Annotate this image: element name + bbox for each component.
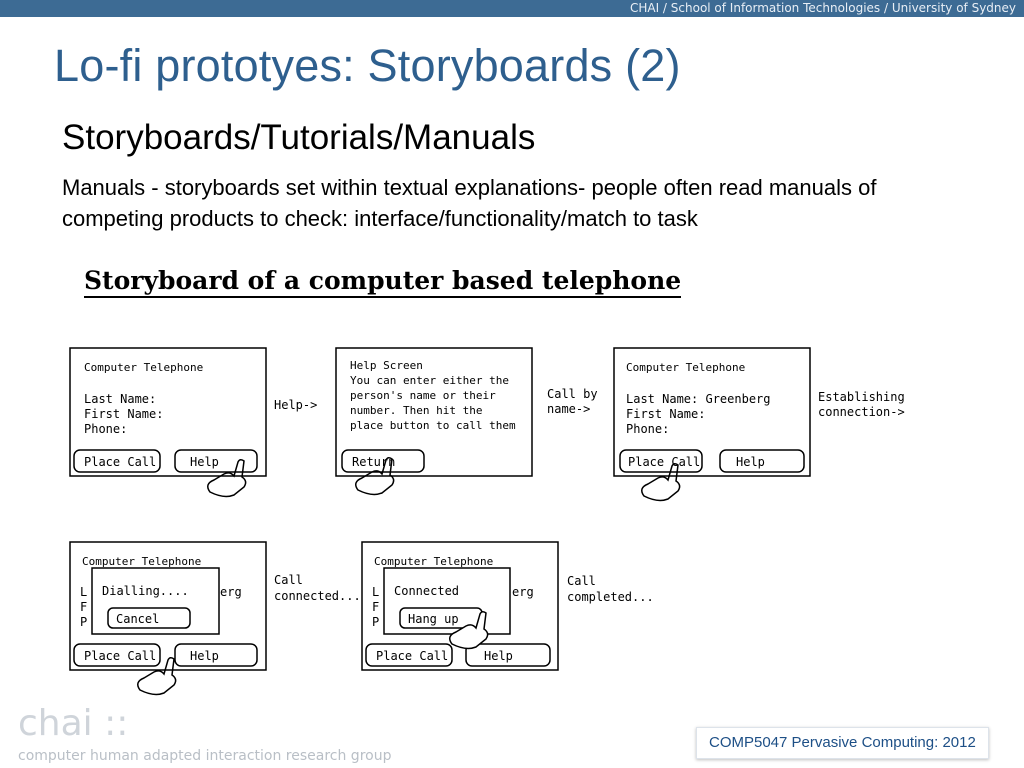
- panel-5-place-call-label: Place Call: [376, 649, 448, 663]
- hand-cursor-icon: [449, 610, 489, 650]
- panel-3-field: First Name:: [626, 407, 705, 421]
- storyboard-panel-5: Computer Telephone L F P erg Connected H…: [361, 541, 654, 671]
- panel-3-help-button[interactable]: [719, 449, 805, 473]
- panel-1-field: Last Name:: [84, 392, 156, 406]
- panel-4-place-call-label: Place Call: [84, 649, 156, 663]
- hand-cursor-icon: [137, 656, 177, 696]
- panel-4-transition: Call: [274, 573, 303, 587]
- panel-1-field: First Name:: [84, 407, 163, 421]
- panel-5-partial-field: L: [372, 585, 379, 599]
- panel-4-help-label: Help: [190, 649, 219, 663]
- hand-cursor-icon: [207, 458, 247, 498]
- panel-1-window-title: Computer Telephone: [84, 361, 203, 374]
- panel-3-field: Phone:: [626, 422, 669, 436]
- panel-5-transition: Call: [567, 574, 596, 588]
- panel-1-transition: Help->: [274, 398, 317, 412]
- storyboard-panel-1: Computer Telephone Last Name: First Name…: [69, 347, 317, 498]
- panel-3-window-title: Computer Telephone: [626, 361, 745, 374]
- panel-3-window: [613, 347, 811, 477]
- panel-1-help-label: Help: [190, 455, 219, 469]
- breadcrumb: CHAI / School of Information Technologie…: [629, 1, 1016, 15]
- storyboard-panel-2: Help Screen You can enter either the per…: [335, 347, 598, 496]
- panel-4-window-title: Computer Telephone: [82, 555, 201, 568]
- panel-5-place-call-button[interactable]: [365, 643, 453, 667]
- panel-3-field: Last Name: Greenberg: [626, 392, 771, 406]
- panel-3-help-label: Help: [736, 455, 765, 469]
- panel-3-place-call-button[interactable]: [619, 449, 703, 473]
- panel-5-window-title: Computer Telephone: [374, 555, 493, 568]
- storyboard-panel-4: Computer Telephone L F P erg Dialling...…: [69, 541, 361, 696]
- panel-3-transition: connection->: [818, 405, 905, 419]
- panel-5-window: [361, 541, 559, 671]
- panel-2-window: [335, 347, 533, 477]
- panel-4-window: [69, 541, 267, 671]
- panel-2-transition: name->: [547, 402, 590, 416]
- panel-2-help-text: person's name or their: [350, 389, 496, 402]
- panel-4-cancel-button[interactable]: [107, 607, 191, 629]
- panel-2-help-text: You can enter either the: [350, 374, 509, 387]
- panel-2-window-title: Help Screen: [350, 359, 423, 372]
- hand-cursor-icon: [355, 456, 395, 496]
- slide-title: Lo-fi prototyes: Storyboards (2): [54, 40, 681, 91]
- panel-4-partial-field: F: [80, 600, 87, 614]
- panel-4-help-button[interactable]: [174, 643, 258, 667]
- panel-5-hang-up-label: Hang up: [408, 612, 459, 626]
- panel-1-help-button[interactable]: [174, 449, 258, 473]
- chai-logo: chai ::: [18, 703, 129, 744]
- panel-5-dialog-title: Connected: [394, 584, 459, 598]
- panel-2-transition: Call by: [547, 387, 598, 401]
- panel-4-place-call-button[interactable]: [73, 643, 161, 667]
- header-bar: CHAI / School of Information Technologie…: [0, 0, 1024, 17]
- panel-5-help-label: Help: [484, 649, 513, 663]
- panel-3-transition: Establishing: [818, 390, 905, 404]
- panel-4-partial-field: L: [80, 585, 87, 599]
- panel-5-dialog: [383, 567, 511, 635]
- slide-subtitle: Storyboards/Tutorials/Manuals: [62, 118, 536, 157]
- panel-4-cancel-label: Cancel: [116, 612, 159, 626]
- panel-4-partial-field: P: [80, 615, 87, 629]
- panel-5-partial-field: erg: [512, 585, 534, 599]
- panel-5-help-button[interactable]: [465, 643, 551, 667]
- hand-cursor-icon: [641, 462, 681, 502]
- slide-body-text: Manuals - storyboards set within textual…: [62, 175, 877, 231]
- panel-1-place-call-button[interactable]: [73, 449, 161, 473]
- research-group-name: computer human adapted interaction resea…: [18, 748, 392, 764]
- panel-4-dialog-title: Dialling....: [102, 584, 189, 598]
- panel-4-partial-field: erg: [220, 585, 242, 599]
- panel-4-dialog: [91, 567, 220, 635]
- panel-1-place-call-label: Place Call: [84, 455, 156, 469]
- panel-3-place-call-label: Place Call: [628, 455, 700, 469]
- panel-2-help-text: number. Then hit the: [350, 404, 482, 417]
- storyboard-title: Storyboard of a computer based telephone: [84, 266, 682, 298]
- panel-5-partial-field: F: [372, 600, 379, 614]
- panel-1-field: Phone:: [84, 422, 127, 436]
- storyboard-panel-3: Computer Telephone Last Name: Greenberg …: [613, 347, 905, 502]
- course-label: COMP5047 Pervasive Computing: 2012: [696, 727, 989, 759]
- panel-2-help-text: place button to call them: [350, 419, 516, 432]
- panel-4-transition: connected...: [274, 589, 361, 603]
- panel-1-window: [69, 347, 267, 477]
- panel-5-partial-field: P: [372, 615, 379, 629]
- panel-5-transition: completed...: [567, 590, 654, 604]
